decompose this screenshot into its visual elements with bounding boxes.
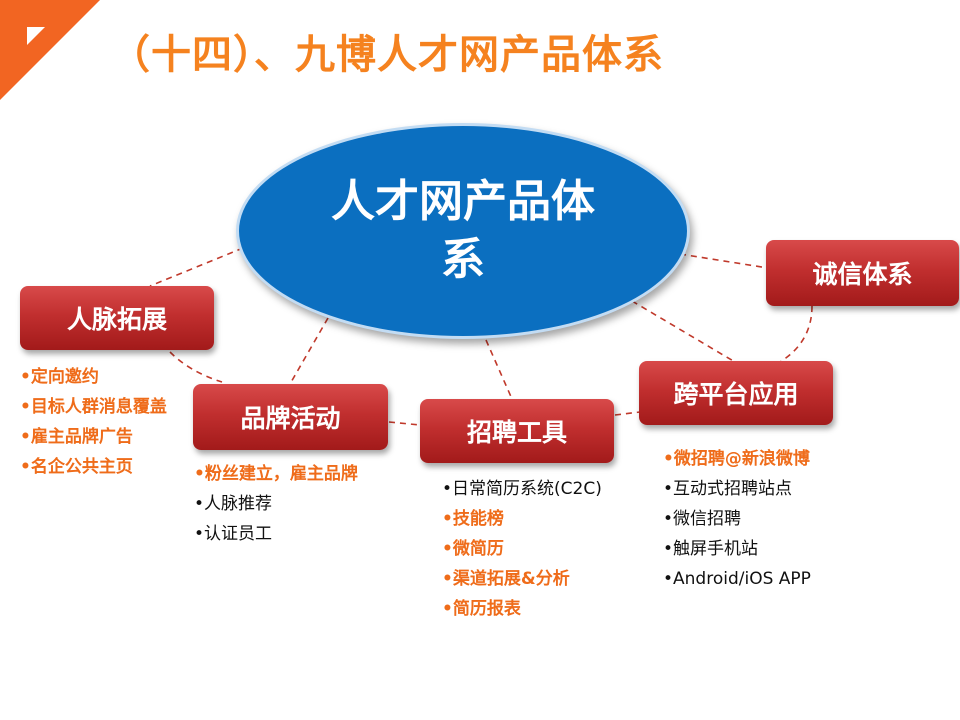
node-chengxin-label: 诚信体系 bbox=[812, 260, 913, 289]
node-pinpai: 品牌活动 bbox=[193, 384, 388, 450]
list-item: •雇主品牌广告 bbox=[20, 427, 133, 447]
list-item: •微信招聘 bbox=[663, 509, 742, 529]
node-renmai-label: 人脉拓展 bbox=[66, 305, 167, 334]
connector-center-kuapingtai bbox=[631, 300, 736, 363]
connector-zhaopin-kuapingtai bbox=[614, 411, 641, 416]
center-ellipse: 人才网产品体系 bbox=[236, 123, 690, 339]
list-pinpai: •粉丝建立，雇主品牌 •人脉推荐 •认证员工 bbox=[194, 459, 358, 549]
list-item: •粉丝建立，雇主品牌 bbox=[194, 464, 358, 484]
node-kuapingtai-label: 跨平台应用 bbox=[673, 380, 799, 409]
list-item: •认证员工 bbox=[194, 524, 273, 544]
corner-accent-shape bbox=[0, 0, 100, 100]
node-pinpai-label: 品牌活动 bbox=[240, 404, 341, 433]
list-item: •名企公共主页 bbox=[20, 457, 133, 477]
connector-center-zhaopin bbox=[485, 339, 513, 400]
node-zhaopin: 招聘工具 bbox=[420, 399, 614, 463]
connector-renmai-pinpai bbox=[169, 351, 223, 383]
list-renmai: •定向邀约 •目标人群消息覆盖 •雇主品牌广告 •名企公共主页 bbox=[20, 362, 167, 482]
page-title: （十四）、九博人才网产品体系 bbox=[110, 32, 664, 78]
list-item: •人脉推荐 bbox=[194, 494, 273, 514]
node-kuapingtai: 跨平台应用 bbox=[639, 361, 833, 425]
list-item: •微简历 bbox=[442, 539, 504, 559]
connector-chengxin-kuapingtai bbox=[779, 305, 813, 363]
list-item: •日常简历系统(C2C) bbox=[442, 479, 602, 499]
node-zhaopin-label: 招聘工具 bbox=[466, 418, 567, 447]
list-zhaopin: •日常简历系统(C2C) •技能榜 •微简历 •渠道拓展&分析 •简历报表 bbox=[442, 474, 602, 624]
node-chengxin: 诚信体系 bbox=[766, 240, 959, 306]
connector-center-renmai bbox=[149, 247, 244, 287]
list-item: •技能榜 bbox=[442, 509, 504, 529]
list-item: •简历报表 bbox=[442, 599, 521, 619]
list-item: •渠道拓展&分析 bbox=[442, 569, 570, 589]
connector-pinpai-zhaopin bbox=[388, 421, 421, 426]
connector-center-pinpai bbox=[289, 317, 329, 385]
list-item: •目标人群消息覆盖 bbox=[20, 397, 167, 417]
list-kuapingtai: •微招聘@新浪微博 •互动式招聘站点 •微信招聘 •触屏手机站 •Android/iOS… bbox=[663, 444, 811, 594]
center-label: 人才网产品体系 bbox=[331, 176, 595, 285]
list-item: •微招聘@新浪微博 bbox=[663, 449, 810, 469]
connector-center-chengxin bbox=[679, 253, 769, 269]
list-item: •定向邀约 bbox=[20, 367, 99, 387]
list-item: •Android/iOS APP bbox=[663, 569, 811, 589]
list-item: •互动式招聘站点 bbox=[663, 479, 793, 499]
list-item: •触屏手机站 bbox=[663, 539, 759, 559]
node-renmai: 人脉拓展 bbox=[20, 286, 214, 350]
